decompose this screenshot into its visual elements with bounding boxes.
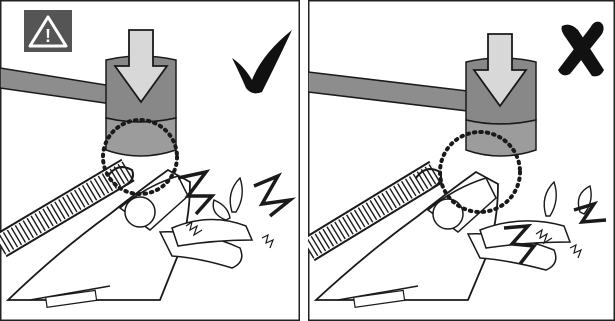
cross-mark-icon [558, 22, 604, 77]
stress-zigzag [254, 176, 290, 216]
mallet-handle [308, 72, 476, 112]
incorrect-usage-panel [308, 0, 615, 321]
pivot-bolt [125, 197, 155, 227]
upper-blade [172, 219, 252, 246]
cut-chips [262, 235, 273, 248]
check-mark-icon [232, 30, 292, 93]
incorrect-usage-illustration [308, 0, 615, 321]
warning-exclamation: ! [45, 26, 51, 46]
leaf [213, 200, 230, 220]
leaf [230, 178, 242, 212]
mallet-face [106, 118, 176, 156]
correct-usage-panel: ! [0, 0, 300, 321]
cut-chips [570, 245, 581, 258]
correct-usage-illustration: ! [0, 0, 300, 321]
warning-badge: ! [24, 10, 72, 52]
mallet-handle [0, 68, 112, 104]
leaf [544, 182, 556, 216]
